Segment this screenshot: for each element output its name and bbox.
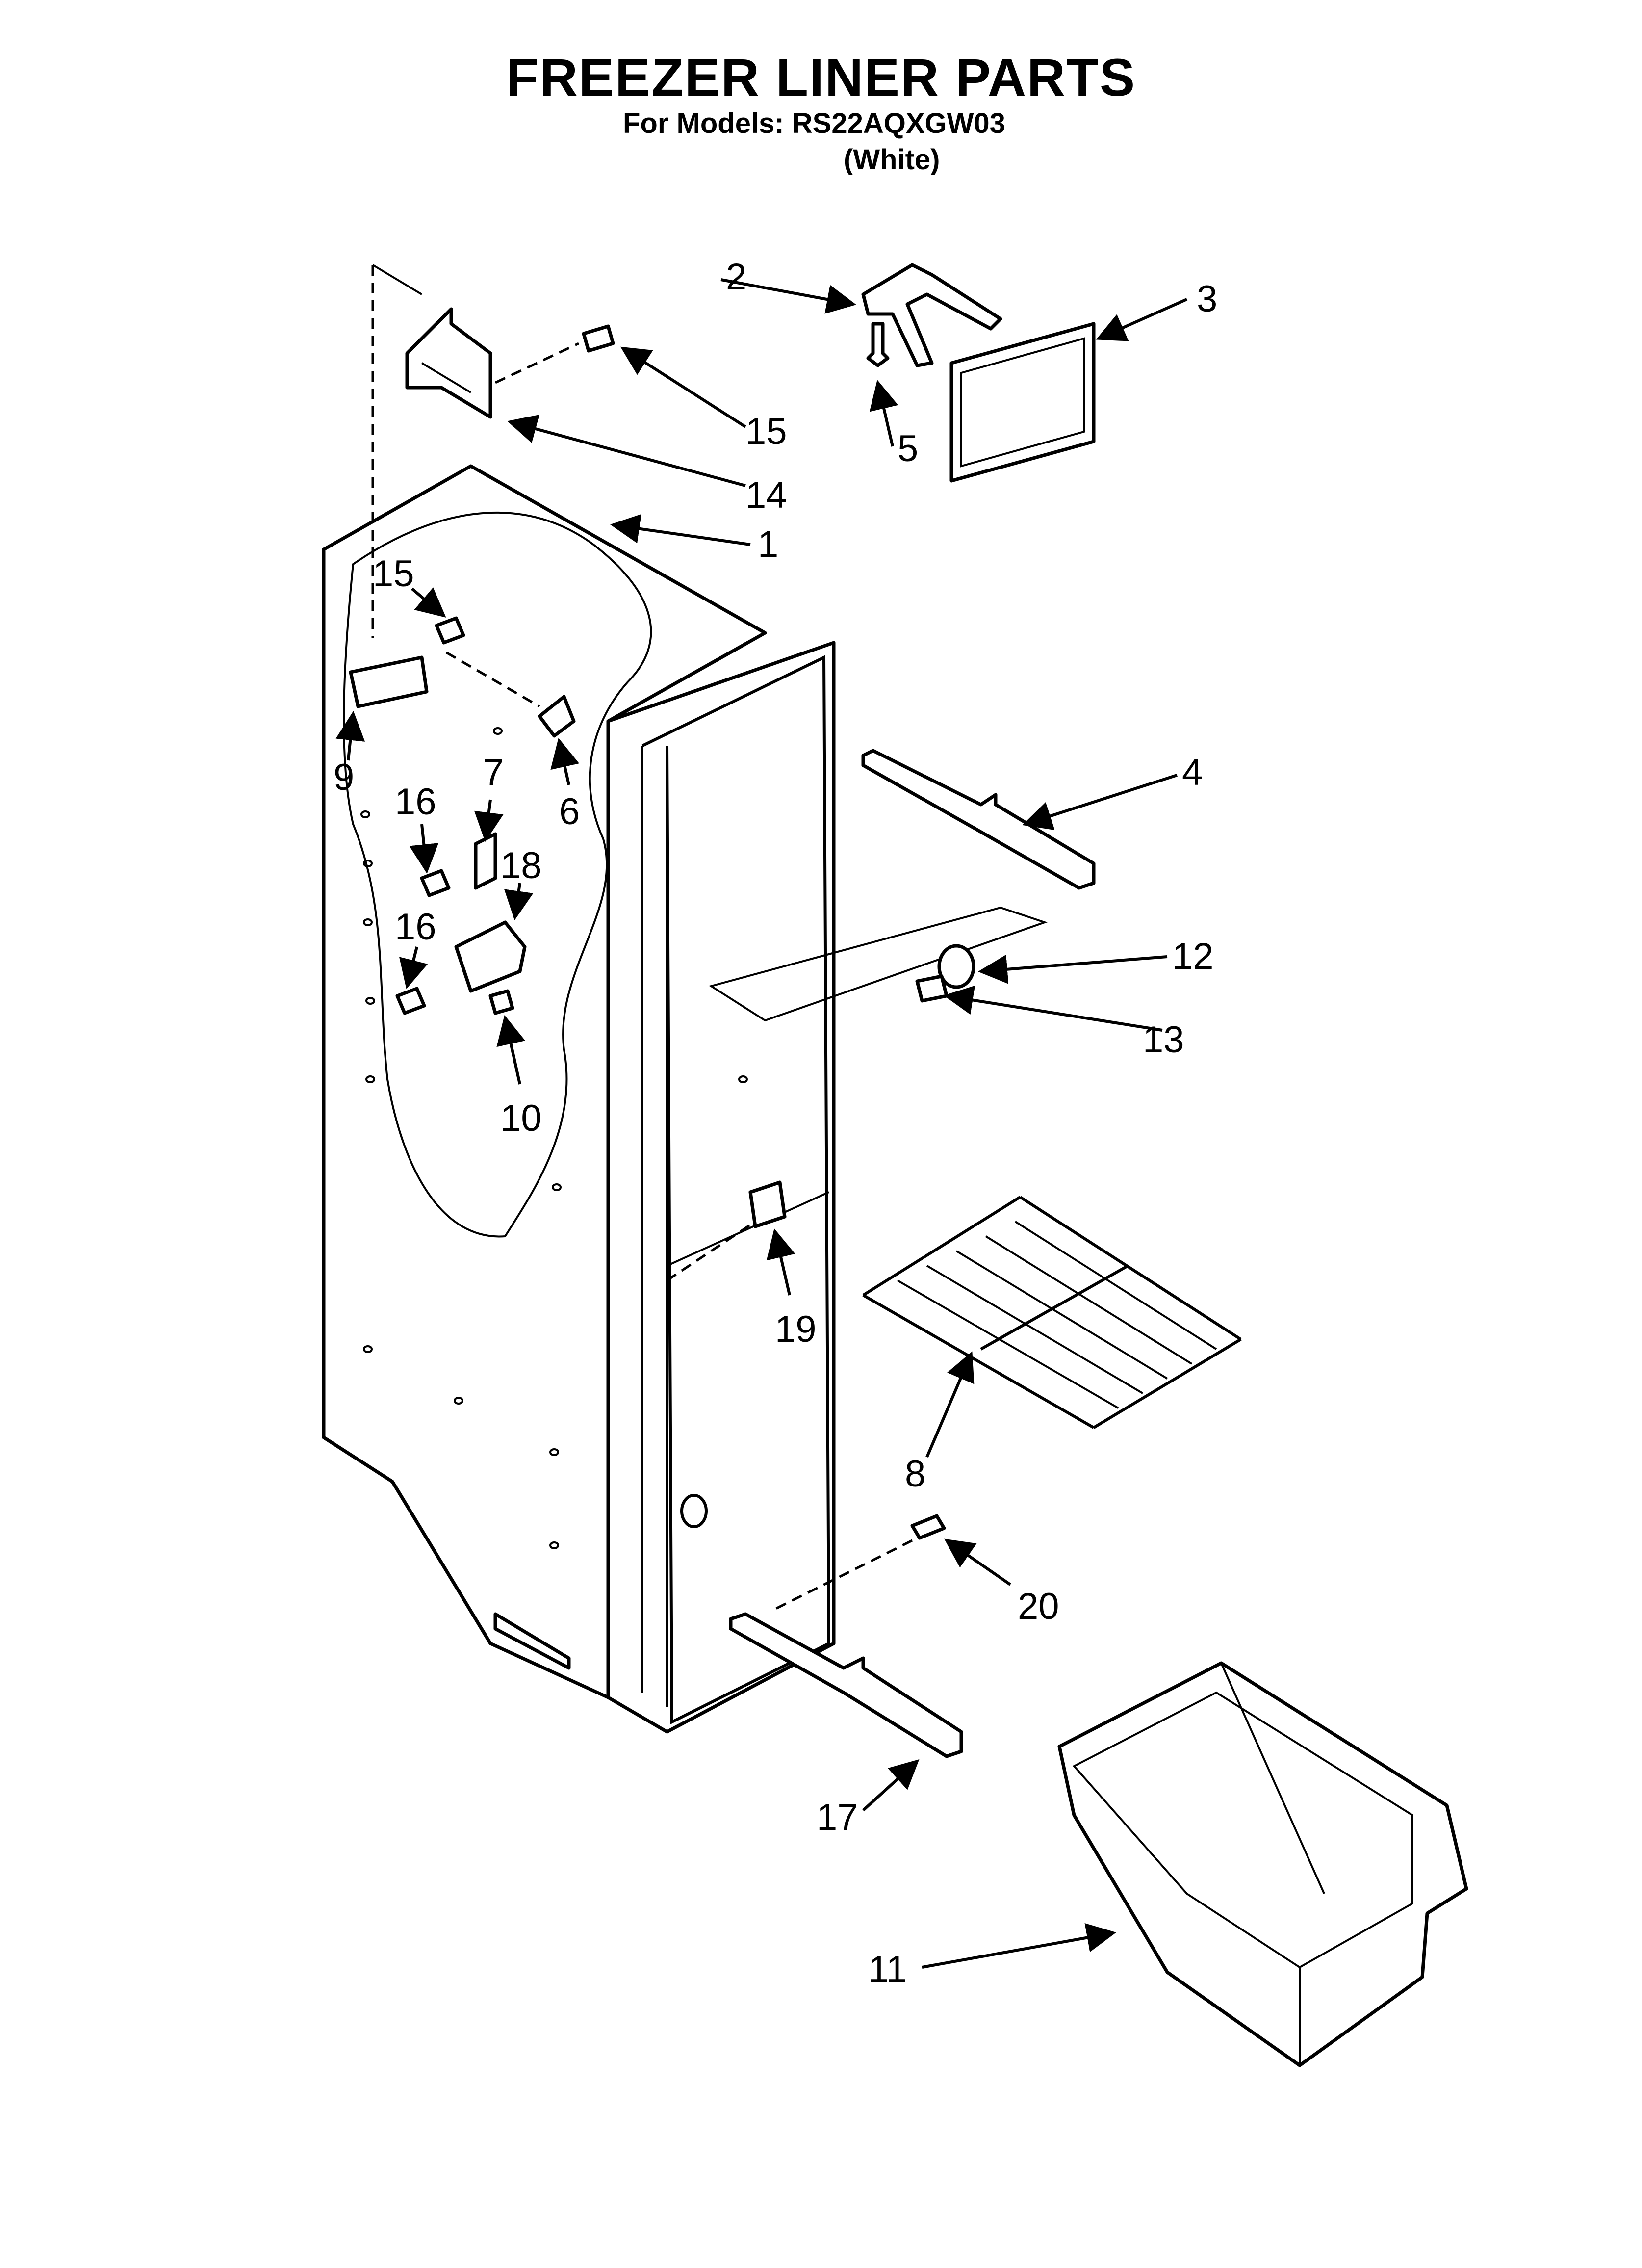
part-13-socket	[915, 974, 949, 1003]
freezer-liner	[322, 464, 836, 1734]
part-6-clip	[538, 695, 576, 738]
callout-labels: 2 3 15 5 14 1 15 4 9 7 16 6 18 16 12 13 …	[334, 256, 1217, 1990]
model-variant: (White)	[844, 144, 940, 176]
screw-5	[866, 322, 890, 367]
header: FREEZER LINER PARTS For Models: RS22AQXG…	[0, 0, 1642, 186]
hinge-bracket-top	[405, 307, 615, 419]
screw-20	[910, 1514, 946, 1540]
liner-inner-frame	[641, 655, 831, 1724]
part-10-plug	[488, 989, 514, 1015]
callout-15-mid: 15	[373, 553, 414, 595]
part-16-screw-b	[395, 987, 426, 1015]
part-9-clip	[349, 655, 429, 708]
page-title: FREEZER LINER PARTS	[506, 48, 1136, 107]
callout-19: 19	[775, 1308, 817, 1350]
part-18-hinge	[454, 920, 527, 993]
model-subtitle: For Models: RS22AQXGW03	[623, 107, 1005, 139]
callout-17: 17	[817, 1797, 858, 1838]
callout-8: 8	[905, 1453, 925, 1495]
crisper-cover-3	[949, 322, 1096, 483]
callout-16-b: 16	[395, 906, 436, 948]
callout-3: 3	[1197, 278, 1217, 320]
callout-4: 4	[1182, 752, 1203, 793]
callout-16-a: 16	[395, 781, 436, 823]
callout-14: 14	[745, 474, 787, 516]
control-panel-outline	[709, 906, 1048, 1022]
liner-cutaway	[343, 511, 652, 1238]
callout-2: 2	[726, 256, 746, 298]
liner-mounting-holes	[360, 727, 748, 1549]
callout-6: 6	[559, 791, 580, 833]
screw-15-mid	[435, 616, 465, 645]
part-19-switch	[748, 1180, 787, 1228]
bracket-2	[861, 263, 1002, 367]
callout-7: 7	[483, 752, 504, 793]
liner-inner-edges	[641, 746, 829, 1707]
callout-9: 9	[334, 756, 354, 798]
leader-lines	[335, 278, 1188, 1969]
callout-11: 11	[868, 1949, 907, 1990]
callout-5: 5	[898, 428, 918, 469]
screw-15-top	[582, 324, 615, 353]
liner-front-frame	[606, 641, 836, 1734]
callout-12: 12	[1172, 936, 1214, 977]
liner-bottom-foot	[493, 1612, 571, 1670]
callout-1: 1	[758, 523, 778, 565]
shelf-support-17	[729, 1612, 963, 1758]
callout-13: 13	[1143, 1019, 1184, 1061]
freezer-bin-11	[1057, 1661, 1468, 2067]
callout-15-top: 15	[745, 411, 787, 452]
part-7-bracket	[474, 832, 497, 890]
callout-20: 20	[1018, 1586, 1059, 1627]
callout-18: 18	[500, 845, 542, 886]
callout-10: 10	[500, 1097, 542, 1139]
liner-drain	[680, 1494, 708, 1528]
shelf-support-4	[861, 749, 1096, 890]
wire-shelf-8	[862, 1196, 1242, 1429]
